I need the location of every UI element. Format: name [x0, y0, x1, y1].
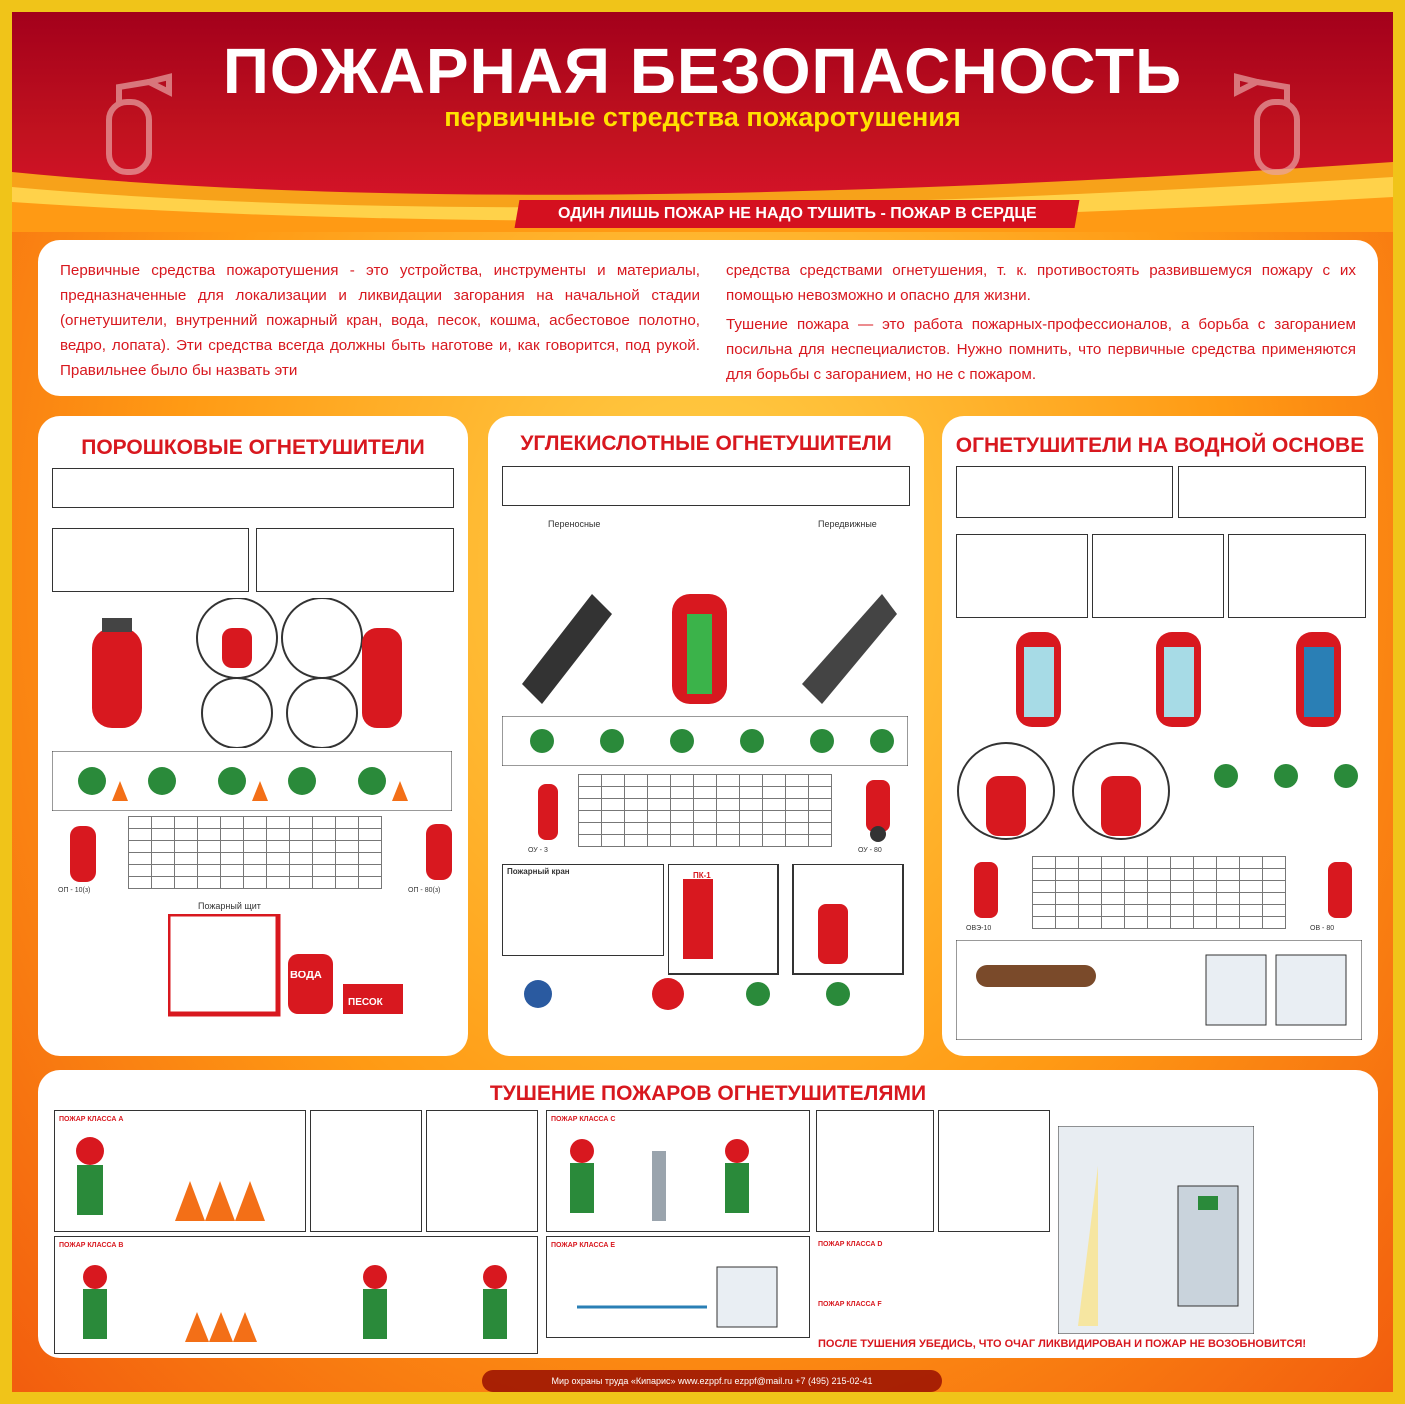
water-info-box [1092, 534, 1224, 618]
final-warning-note: ПОСЛЕ ТУШЕНИЯ УБЕДИСЬ, ЧТО ОЧАГ ЛИКВИДИР… [818, 1338, 1307, 1350]
powder-info-box [256, 528, 454, 592]
co2-description-box [502, 466, 910, 506]
class-a-illustration [76, 1137, 265, 1221]
extinguisher-label: ОВ - 80 [1310, 925, 1335, 932]
fire-hydrant-info-box: Пожарный кран [502, 864, 664, 956]
sand-box-label: ПЕСОК [348, 998, 383, 1007]
water-usage-diagrams [957, 742, 1358, 840]
extinguishing-techniques-panel: ТУШЕНИЕ ПОЖАРОВ ОГНЕТУШИТЕЛЯМИ ПОЖАР КЛА… [38, 1070, 1378, 1358]
fire-hydrant-label: Пожарный кран [507, 867, 570, 876]
class-b-box: ПОЖАР КЛАССА В [54, 1236, 538, 1354]
powder-info-box [52, 528, 249, 592]
extinguisher-op10-illustration [70, 826, 96, 882]
water-barrel-label: ВОДА [290, 971, 322, 980]
extinguisher-label: ОП - 80(з) [408, 887, 441, 894]
water-description-box [1178, 466, 1366, 518]
fire-shield-label: Пожарный щит [198, 902, 261, 911]
powder-extinguishers-panel: ПОРОШКОВЫЕ ОГНЕТУШИТЕЛИ ОП - 10(з) [38, 416, 468, 1056]
hydrant-equipment [524, 978, 850, 1010]
portable-label: Переносные [548, 520, 601, 529]
water-section-title: ОГНЕТУШИТЕЛИ НА ВОДНОЙ ОСНОВЕ [955, 434, 1365, 457]
co2-spec-table [578, 774, 832, 847]
water-spec-table [1032, 856, 1286, 929]
water-description-box [956, 466, 1173, 518]
extinguisher-ov80-illustration [1328, 862, 1352, 918]
water-extinguishers-panel: ОГНЕТУШИТЕЛИ НА ВОДНОЙ ОСНОВЕ ОВЭ-10 [942, 416, 1378, 1056]
slogan-banner: ОДИН ЛИШЬ ПОЖАР НЕ НАДО ТУШИТЬ - ПОЖАР В… [514, 200, 1080, 228]
warning-box [310, 1110, 422, 1232]
class-a-box: ПОЖАР КЛАССА А [54, 1110, 306, 1232]
class-b-label: ПОЖАР КЛАССА В [59, 1242, 124, 1249]
powder-extinguisher-diagrams [92, 598, 402, 748]
self-triggering-extinguisher-module [956, 940, 1362, 1040]
warning-box [816, 1110, 934, 1232]
water-info-box [1228, 534, 1366, 618]
class-c-label: ПОЖАР КЛАССА С [551, 1116, 616, 1123]
extinguisher-ove10-illustration [974, 862, 998, 918]
extinguisher-icon [106, 73, 172, 175]
extinguisher-label: ОУ - 3 [528, 847, 548, 854]
powder-usage-steps [52, 751, 452, 811]
class-c-box: ПОЖАР КЛАССА С [546, 1110, 810, 1232]
water-extinguisher-diagrams [1016, 632, 1341, 727]
class-d-label: ПОЖАР КЛАССА D [818, 1241, 883, 1248]
co2-usage-steps [502, 716, 908, 766]
extinguisher-ou80-illustration [866, 780, 890, 842]
intro-text-right-2: Тушение пожара — это работа пожарных-про… [726, 316, 1356, 383]
warning-box [938, 1110, 1050, 1232]
class-a-label: ПОЖАР КЛАССА А [59, 1116, 124, 1123]
powder-section-title: ПОРОШКОВЫЕ ОГНЕТУШИТЕЛИ [81, 436, 425, 459]
poster-header: ПОЖАРНАЯ БЕЗОПАСНОСТЬ первичные стредств… [12, 12, 1393, 232]
co2-extinguisher-diagrams [522, 594, 897, 704]
page-subtitle: первичные стредства пожаротушения [444, 102, 961, 132]
extinguisher-label: ОВЭ-10 [966, 925, 992, 932]
footer-contacts: Мир охраны труда «Кипарис» www.ezppf.ru … [482, 1370, 942, 1392]
mobile-label: Передвижные [818, 520, 877, 529]
water-info-box [956, 534, 1088, 618]
techniques-section-title: ТУШЕНИЕ ПОЖАРОВ ОГНЕТУШИТЕЛЯМИ [489, 1082, 927, 1105]
pk1-label: ПК-1 [693, 871, 711, 880]
slogan-text: ОДИН ЛИШЬ ПОЖАР НЕ НАДО ТУШИТЬ - ПОЖАР В… [557, 205, 1037, 222]
warning-box [426, 1110, 538, 1232]
evacuation-illustration [1058, 1126, 1254, 1334]
extinguisher-op80-illustration [426, 824, 452, 880]
extinguisher-icon [1234, 73, 1300, 175]
fire-shield-illustration [168, 914, 403, 1017]
class-e-illustration [577, 1266, 778, 1328]
intro-text-right-1: средства средствами огнетушения, т. к. п… [726, 262, 1356, 304]
extinguisher-label: ОП - 10(з) [58, 887, 91, 894]
class-e-label: ПОЖАР КЛАССА Е [551, 1242, 616, 1249]
intro-panel: Первичные средства пожаротушения - это у… [38, 240, 1378, 396]
powder-description-box [52, 468, 454, 508]
class-b-illustration [83, 1265, 507, 1342]
page-title: ПОЖАРНАЯ БЕЗОПАСНОСТЬ [222, 35, 1183, 107]
class-c-illustration [570, 1139, 749, 1221]
class-f-label: ПОЖАР КЛАССА F [818, 1301, 882, 1308]
extinguisher-label: ОУ - 80 [858, 847, 882, 854]
fire-hydrant-cabinets [668, 864, 904, 975]
co2-extinguishers-panel: УГЛЕКИСЛОТНЫЕ ОГНЕТУШИТЕЛИ Переносные Пе… [488, 416, 924, 1056]
intro-text-left: Первичные средства пожаротушения - это у… [60, 262, 700, 379]
powder-spec-table [128, 816, 382, 889]
class-e-box: ПОЖАР КЛАССА Е [546, 1236, 810, 1338]
co2-section-title: УГЛЕКИСЛОТНЫЕ ОГНЕТУШИТЕЛИ [520, 432, 892, 455]
extinguisher-ou3-illustration [538, 784, 558, 840]
